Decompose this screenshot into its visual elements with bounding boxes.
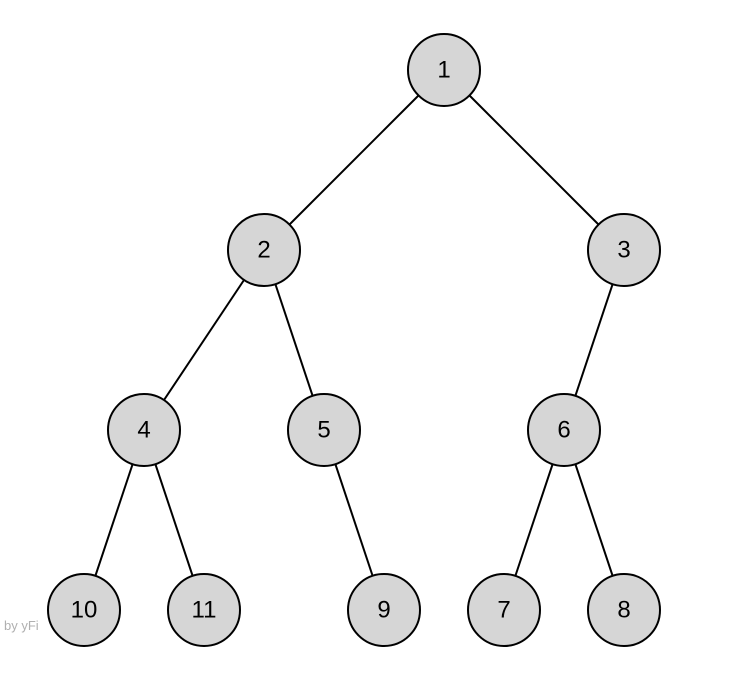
node-circle bbox=[527, 393, 601, 467]
node-circle bbox=[227, 213, 301, 287]
tree-node-4: 4 bbox=[107, 393, 181, 467]
edge-1-3 bbox=[443, 69, 625, 251]
tree-node-1: 1 bbox=[407, 33, 481, 107]
node-circle bbox=[287, 393, 361, 467]
node-label: 8 bbox=[617, 597, 630, 624]
node-circle bbox=[407, 33, 481, 107]
node-label: 3 bbox=[617, 237, 630, 264]
node-label: 9 bbox=[377, 597, 390, 624]
tree-node-6: 6 bbox=[527, 393, 601, 467]
node-label: 11 bbox=[192, 597, 217, 624]
node-label: 6 bbox=[557, 417, 570, 444]
node-label: 10 bbox=[71, 597, 98, 624]
tree-node-7: 7 bbox=[467, 573, 541, 647]
node-circle bbox=[347, 573, 421, 647]
node-circle bbox=[107, 393, 181, 467]
node-circle bbox=[587, 573, 661, 647]
edge-1-2 bbox=[263, 69, 445, 251]
tree-node-3: 3 bbox=[587, 213, 661, 287]
tree-node-11: 11 bbox=[167, 573, 241, 647]
tree-node-2: 2 bbox=[227, 213, 301, 287]
node-label: 1 bbox=[437, 57, 450, 84]
node-label: 7 bbox=[497, 597, 510, 624]
tree-node-9: 9 bbox=[347, 573, 421, 647]
nodes-layer: 1 2 3 4 5 6 7 8 9 10 11 bbox=[47, 33, 661, 647]
node-circle bbox=[47, 573, 121, 647]
node-label: 4 bbox=[137, 417, 150, 444]
node-circle bbox=[167, 573, 241, 647]
watermark-text: by yFi bbox=[4, 618, 39, 633]
node-label: 5 bbox=[317, 417, 330, 444]
tree-node-10: 10 bbox=[47, 573, 121, 647]
edges-layer bbox=[83, 69, 625, 611]
node-circle bbox=[467, 573, 541, 647]
node-label: 2 bbox=[257, 237, 270, 264]
node-circle bbox=[587, 213, 661, 287]
tree-node-8: 8 bbox=[587, 573, 661, 647]
tree-node-5: 5 bbox=[287, 393, 361, 467]
